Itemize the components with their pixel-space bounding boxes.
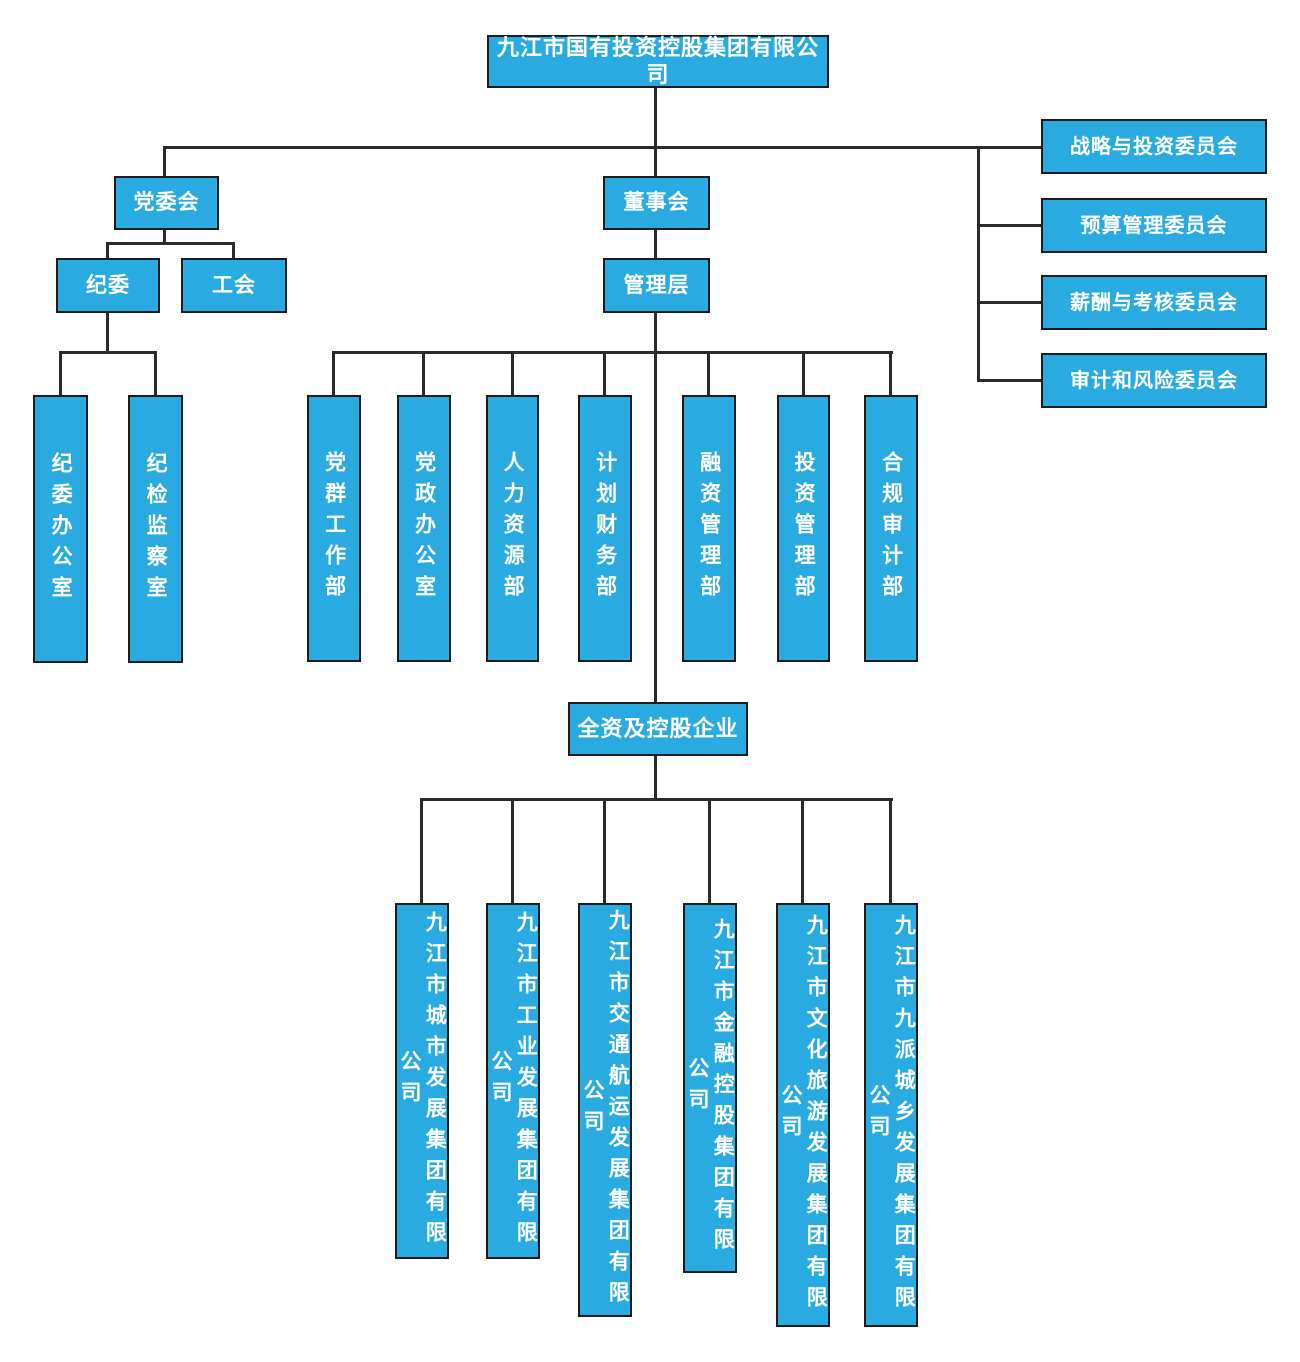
node-group-root: 九江市国有投资控股集团有限公司 bbox=[487, 35, 829, 88]
connector-board-management bbox=[654, 230, 657, 258]
connector-department-stub bbox=[603, 351, 606, 395]
connector-department-stub bbox=[422, 351, 425, 395]
node-discipline-committee-office: 纪委办公室 bbox=[33, 395, 88, 663]
node-budget-management-committee: 预算管理委员会 bbox=[1041, 198, 1267, 253]
node-subsidiary-urban-development: 九江市城市发展集团有限公司 bbox=[395, 903, 449, 1259]
connector-company-stub bbox=[511, 798, 514, 903]
connector-company-stub bbox=[801, 798, 804, 903]
node-strategy-investment-committee: 战略与投资委员会 bbox=[1041, 119, 1267, 174]
node-dept-party-mass-work: 党群工作部 bbox=[307, 395, 361, 662]
node-dept-party-admin-office: 党政办公室 bbox=[397, 395, 451, 662]
connector-management-trunk bbox=[654, 313, 657, 702]
node-discipline-committee: 纪委 bbox=[56, 258, 160, 313]
connector-company-stub bbox=[603, 798, 606, 903]
connector-discipline-stub bbox=[106, 242, 109, 258]
node-dept-investment-management: 投资管理部 bbox=[777, 395, 830, 662]
connector-committee-branch bbox=[977, 301, 1041, 304]
node-party-committee: 党委会 bbox=[114, 176, 219, 230]
node-board: 董事会 bbox=[603, 176, 710, 230]
connector-subsidiaries-down bbox=[654, 756, 657, 799]
node-dept-compliance-audit: 合规审计部 bbox=[864, 395, 918, 662]
connector-committee-branch bbox=[977, 379, 1041, 382]
connector-union-stub bbox=[232, 242, 235, 258]
node-dept-human-resources: 人力资源部 bbox=[486, 395, 539, 662]
connector-top-bus bbox=[164, 146, 1041, 149]
connector-committee-branch bbox=[977, 224, 1041, 227]
connector-department-stub bbox=[802, 351, 805, 395]
connector-company-stub bbox=[708, 798, 711, 903]
connector-company-bus bbox=[420, 798, 893, 801]
connector-company-stub bbox=[420, 798, 423, 903]
connector-party-stub bbox=[163, 146, 166, 176]
connector-office-stub bbox=[154, 351, 157, 395]
node-dept-financing-management: 融资管理部 bbox=[682, 395, 736, 662]
connector-party-children-bus bbox=[106, 242, 235, 245]
node-audit-risk-committee: 审计和风险委员会 bbox=[1041, 353, 1267, 408]
connector-department-bus bbox=[332, 351, 893, 354]
connector-department-stub bbox=[707, 351, 710, 395]
connector-root-board bbox=[654, 88, 657, 176]
connector-company-stub bbox=[889, 798, 892, 903]
node-subsidiary-industrial-development: 九江市工业发展集团有限公司 bbox=[486, 903, 540, 1259]
node-subsidiary-culture-tourism: 九江市文化旅游发展集团有限公司 bbox=[776, 903, 830, 1327]
connector-discipline-down bbox=[106, 313, 109, 353]
node-subsidiaries-header: 全资及控股企业 bbox=[568, 702, 748, 756]
node-subsidiary-jiupai-urban-rural: 九江市九派城乡发展集团有限公司 bbox=[864, 903, 918, 1327]
node-compensation-assessment-committee: 薪酬与考核委员会 bbox=[1041, 275, 1267, 330]
connector-department-stub bbox=[511, 351, 514, 395]
node-subsidiary-transport-shipping: 九江市交通航运发展集团有限公司 bbox=[578, 903, 632, 1317]
connector-office-stub bbox=[59, 351, 62, 395]
node-discipline-inspection-office: 纪检监察室 bbox=[128, 395, 183, 663]
connector-committees-trunk bbox=[977, 146, 980, 382]
node-subsidiary-financial-holding: 九江市金融控股集团有限公司 bbox=[683, 903, 737, 1273]
node-labor-union: 工会 bbox=[181, 258, 287, 313]
node-dept-planning-finance: 计划财务部 bbox=[578, 395, 632, 662]
connector-party-down bbox=[163, 230, 166, 244]
connector-department-stub bbox=[332, 351, 335, 395]
node-management: 管理层 bbox=[603, 258, 710, 313]
connector-discipline-bus bbox=[59, 351, 157, 354]
connector-department-stub bbox=[889, 351, 892, 395]
